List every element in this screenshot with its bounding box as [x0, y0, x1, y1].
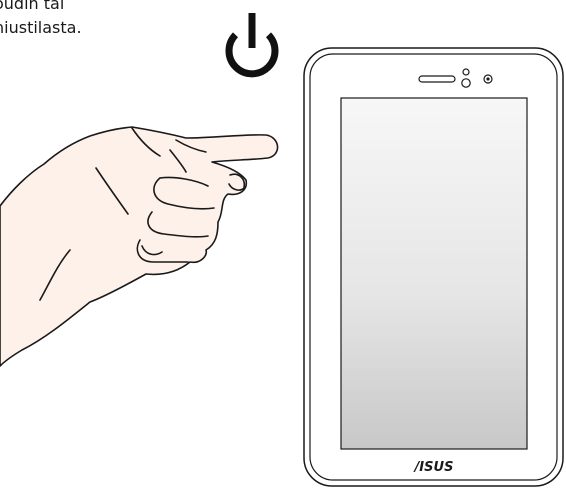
tablet-device: /ISUS: [304, 48, 563, 486]
hand-outline: [0, 127, 278, 366]
power-icon: [229, 13, 275, 74]
front-camera-lens: [486, 77, 489, 80]
tablet-brand-logo: /ISUS: [413, 460, 454, 475]
pointing-hand-icon: [0, 127, 278, 366]
tablet-screen: [341, 98, 527, 449]
